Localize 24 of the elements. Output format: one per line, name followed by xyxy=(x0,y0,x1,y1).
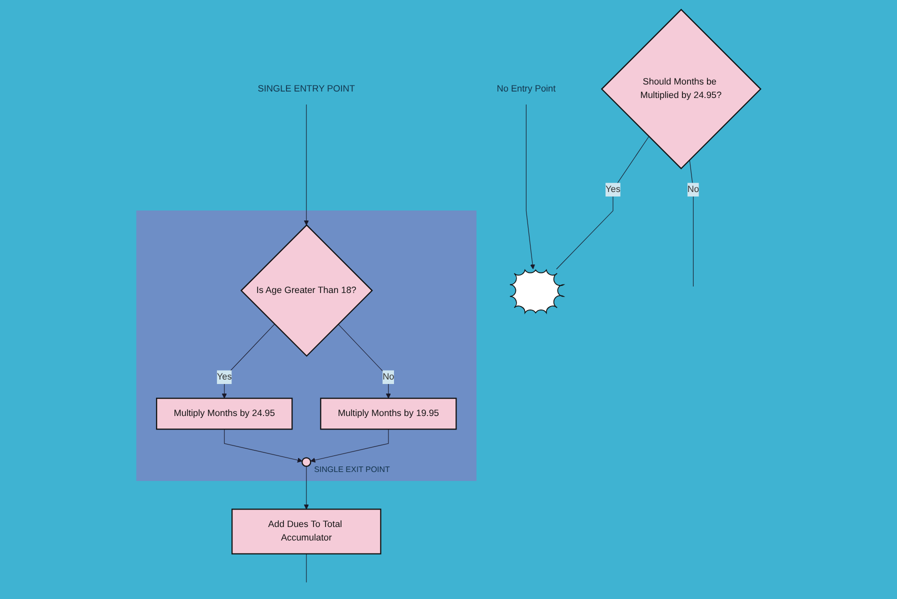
node-burst xyxy=(509,269,564,313)
node-box: Multiply Months by 24.95 xyxy=(156,397,293,430)
edge-label: Yes xyxy=(605,184,620,194)
node-text: No Entry Point xyxy=(496,83,556,94)
connector xyxy=(556,136,650,269)
node-box: Multiply Months by 19.95 xyxy=(320,397,457,430)
connector xyxy=(306,553,307,582)
connector xyxy=(689,159,694,286)
cluster xyxy=(136,210,476,480)
edge-label: No xyxy=(382,372,394,382)
edge-label: Yes xyxy=(216,372,232,382)
node-diamond: Is Age Greater Than 18? xyxy=(240,224,373,356)
arrow xyxy=(526,104,535,269)
arrow xyxy=(304,104,309,225)
arrow xyxy=(304,466,309,509)
arrow xyxy=(222,323,275,398)
arrow xyxy=(310,428,389,462)
arrow xyxy=(224,428,302,462)
node-circle xyxy=(301,456,312,466)
node-diamond: Should Months be Multiplied by 24.95? xyxy=(600,8,762,169)
arrow xyxy=(338,323,391,398)
edge-label: No xyxy=(687,184,699,194)
node-box: Add Dues To Total Accumulator xyxy=(231,508,382,554)
node-text: SINGLE ENTRY POINT xyxy=(258,83,355,94)
